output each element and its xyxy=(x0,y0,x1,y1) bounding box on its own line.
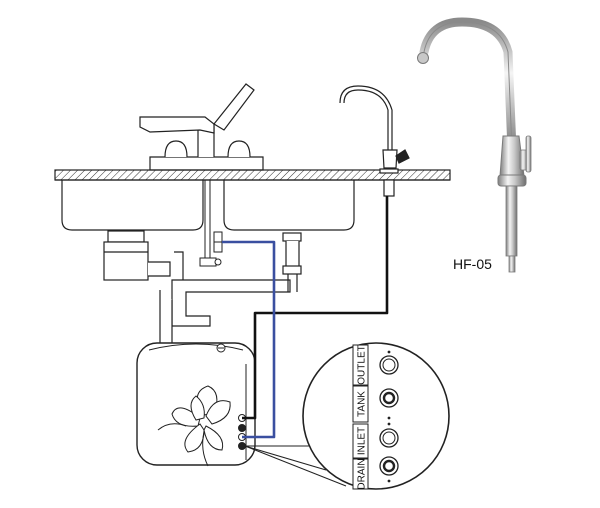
drain-label: DRAIN xyxy=(357,458,368,489)
outlet-tube xyxy=(242,196,389,420)
drain-pipework xyxy=(103,230,302,346)
outlet-label: OUTLET xyxy=(357,345,368,384)
hf-05-faucet-image xyxy=(417,17,532,273)
inlet-tube xyxy=(222,240,276,439)
faucet-model-label: HF-05 xyxy=(453,256,492,272)
port-detail-zoom: OUTLET TANK INLET DRAIN xyxy=(302,342,450,490)
kitchen-mixer-tap xyxy=(139,83,264,171)
tank-label: TANK xyxy=(357,391,368,417)
drinking-faucet-installed xyxy=(339,85,410,197)
flower-decoration xyxy=(157,385,231,467)
inlet-label: INLET xyxy=(357,427,368,455)
unit-side-ports xyxy=(238,414,246,450)
zoom-callout-lines xyxy=(244,445,347,487)
